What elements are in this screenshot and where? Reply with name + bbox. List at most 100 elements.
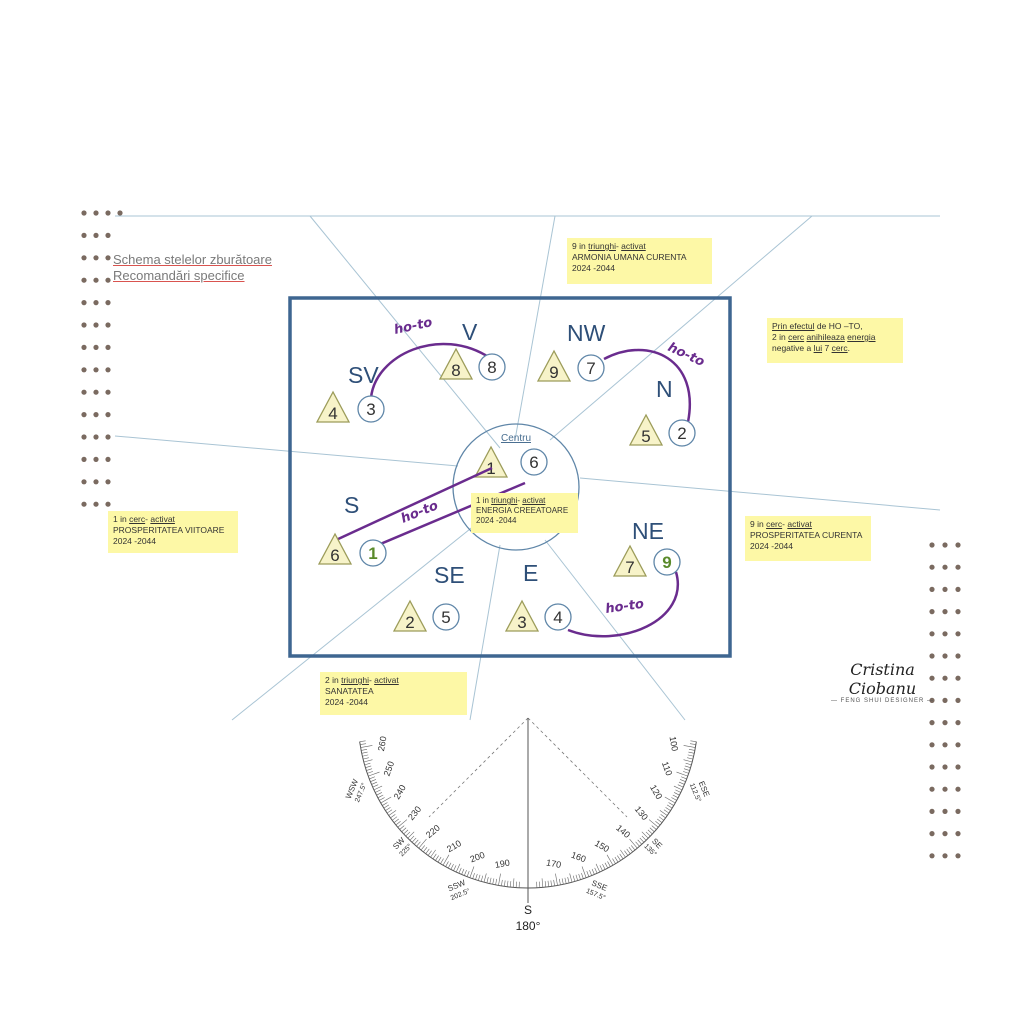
compass-tick (562, 878, 563, 884)
triangle-star-ne: 7 (614, 546, 646, 577)
compass-tick (684, 769, 690, 771)
compass-tick (362, 752, 368, 753)
compass-degree-label: 240 (392, 783, 408, 801)
triangle-star-number: 5 (641, 427, 650, 446)
note-text: ARMONIA UMANA CURENTA (572, 252, 707, 263)
note-text: SANATATEA (325, 686, 462, 697)
decor-dot (81, 479, 86, 484)
compass-tick (648, 830, 652, 834)
logo-signature: Cristina Ciobanu (820, 660, 945, 698)
compass-tick (467, 871, 469, 877)
compass-tick (507, 881, 508, 887)
compass-tick (504, 880, 505, 886)
compass-tick (554, 880, 555, 886)
decor-dot (81, 278, 86, 283)
note-text: activat (621, 241, 646, 251)
decor-dot (929, 787, 934, 792)
circle-star-se: 5 (433, 604, 459, 630)
decor-dot (105, 502, 110, 507)
triangle-star-se: 2 (394, 601, 426, 632)
triangle-star-n: 5 (630, 415, 662, 446)
compass-tick (513, 878, 514, 887)
compass-degree-label: 220 (424, 823, 442, 840)
compass-tick (423, 847, 427, 852)
compass-tick (570, 874, 572, 883)
compass-tick (385, 807, 390, 810)
logo-subtitle: — FENG SHUI DESIGNER — (820, 698, 945, 704)
ho-to-arc-nw-n (604, 350, 690, 422)
direction-label-se: SE (434, 562, 465, 588)
guide-line (580, 478, 940, 510)
decor-dot (929, 720, 934, 725)
decor-dot (93, 479, 98, 484)
compass-tick (629, 847, 633, 852)
decor-dot (955, 831, 960, 836)
decor-dot (942, 742, 947, 747)
decor-dot (81, 457, 86, 462)
circle-star-number: 6 (529, 453, 538, 472)
decor-dot (955, 764, 960, 769)
note-text: triunghi (491, 496, 517, 505)
compass-tick (655, 821, 660, 825)
decor-dot (117, 210, 122, 215)
compass-degree-label: 260 (376, 735, 388, 752)
ho-to-connections (336, 344, 690, 636)
compass-tick (435, 856, 438, 861)
decor-dot (93, 434, 98, 439)
compass-tick (360, 744, 366, 745)
direction-label-n: N (656, 376, 673, 402)
compass-tick (687, 758, 693, 759)
decor-dot (942, 631, 947, 636)
compass-tick (473, 873, 475, 879)
compass-tick (657, 819, 662, 823)
decor-dot (942, 653, 947, 658)
compass-tick (681, 777, 687, 779)
note-text: activat (150, 514, 175, 524)
compass-tick (377, 792, 382, 795)
circle-star-v: 8 (479, 354, 505, 380)
decor-dot (929, 542, 934, 547)
decor-dot (93, 390, 98, 395)
note-text: activat (522, 496, 545, 505)
ho-to-label: ho-to (665, 340, 707, 370)
circle-star-n: 2 (669, 420, 695, 446)
compass-south-name: S (524, 903, 532, 917)
note-text: 2024 -2044 (325, 697, 462, 708)
note-text: cerc (129, 514, 145, 524)
note-text: negative a (772, 343, 814, 353)
decor-dot (955, 653, 960, 658)
compass-tick (370, 779, 376, 781)
direction-label-s: S (344, 492, 359, 518)
decor-dot (81, 233, 86, 238)
decor-dot (81, 210, 86, 215)
decor-dot (955, 809, 960, 814)
circle-star-s: 1 (360, 540, 386, 566)
decor-dot (942, 720, 947, 725)
compass-tick (608, 861, 611, 866)
note-text: 2 in (772, 332, 788, 342)
note-sanatatea: 2 in triunghi- activat SANATATEA 2024 -2… (320, 672, 467, 715)
compass-tick (680, 779, 686, 781)
compass-tick (381, 797, 391, 803)
decor-dot (929, 609, 934, 614)
decor-dot (93, 367, 98, 372)
compass-tick (649, 820, 658, 828)
compass-tick (686, 763, 692, 765)
circle-star-center: 6 (521, 449, 547, 475)
note-text: cerc (832, 343, 848, 353)
compass-tick (659, 817, 664, 821)
decor-dot (929, 631, 934, 636)
compass-tick (487, 877, 488, 883)
decor-dot (955, 853, 960, 858)
compass-tick (617, 856, 620, 861)
circle-star-number: 2 (677, 424, 686, 443)
center-circle-star: 6 (521, 449, 547, 475)
decor-dot (955, 565, 960, 570)
compass-tick (685, 766, 691, 768)
note-text: activat (374, 675, 399, 685)
note-text: 2024 -2044 (476, 516, 573, 526)
note-text: triunghi (341, 675, 369, 685)
decor-dot (942, 831, 947, 836)
circle-star-number: 8 (487, 358, 496, 377)
